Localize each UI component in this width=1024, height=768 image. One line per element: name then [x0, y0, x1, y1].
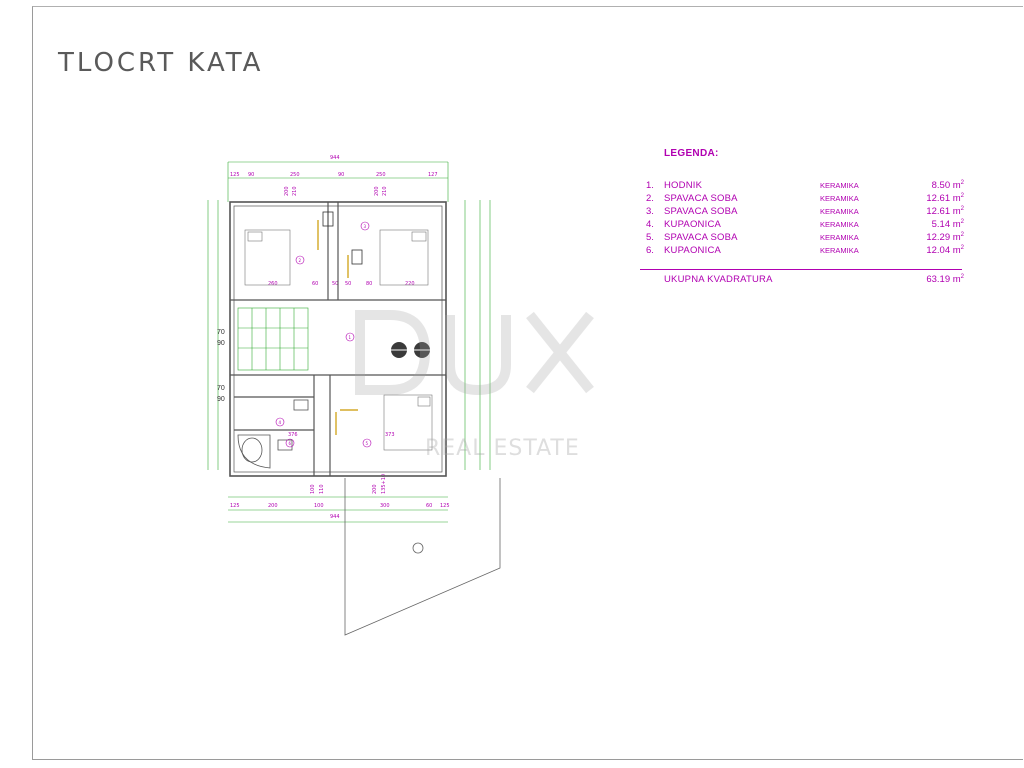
legend-row: 3. SPAVACA SOBA KERAMIKA 12.61 m2: [640, 206, 970, 219]
page-title: TLOCRT KATA: [58, 48, 264, 78]
left-dim-b1: 90: [217, 396, 225, 403]
door-dim-b1: 110: [319, 484, 325, 494]
beds: [244, 229, 433, 451]
round-fixtures: [391, 342, 430, 358]
room-material: KERAMIKA: [820, 181, 859, 190]
room-name: KUPAONICA: [664, 219, 722, 230]
room-name: SPAVACA SOBA: [664, 193, 738, 204]
room-num-4: 4: [279, 420, 282, 425]
door-frames: [322, 211, 363, 265]
dim-top-5: 127: [428, 172, 438, 178]
dim-bottom-2: 100: [314, 503, 324, 509]
room-material: KERAMIKA: [820, 246, 859, 255]
room-num-3: 3: [364, 224, 367, 229]
dimension-labels: 944 125 90 250 90 250 127 200 210 200 21…: [230, 155, 450, 520]
room-numbers: 1 2 3 4 5 6: [279, 224, 369, 446]
room-area: 12.29 m2: [926, 232, 964, 244]
room-num-2: 2: [299, 258, 302, 263]
room-number: 6.: [646, 245, 654, 256]
legend-heading: LEGENDA:: [664, 148, 719, 159]
inner-dim-1: 60: [312, 281, 318, 287]
floor-plan: 944 125 90 250 90 250 127 200 210 200 21…: [207, 155, 501, 636]
room-name: SPAVACA SOBA: [664, 232, 738, 243]
legend-row: 4. KUPAONICA KERAMIKA 5.14 m2: [640, 219, 970, 232]
balcony: [344, 478, 501, 636]
room-name: HODNIK: [664, 180, 703, 191]
interior-walls: [230, 202, 446, 476]
room-number: 2.: [646, 193, 654, 204]
room-material: KERAMIKA: [820, 207, 859, 216]
legend-row: 2. SPAVACA SOBA KERAMIKA 12.61 m2: [640, 193, 970, 206]
dim-bottom-0: 125: [230, 503, 240, 509]
dim-top-total: 944: [330, 155, 340, 161]
total-area: 63.19 m2: [926, 274, 964, 286]
room-number: 1.: [646, 180, 654, 191]
door-dim-b0: 100: [310, 484, 316, 494]
inner-dim-2: 50: [332, 281, 338, 287]
dim-top-2: 250: [290, 172, 300, 178]
inner-dim-0: 260: [268, 281, 278, 287]
door-dim-3: 210: [382, 186, 388, 196]
room-number: 5.: [646, 232, 654, 243]
left-dim-b0: 70: [217, 385, 225, 392]
drawing-sheet: [32, 6, 1023, 760]
room-material: KERAMIKA: [820, 220, 859, 229]
dim-top-4: 250: [376, 172, 386, 178]
room-area: 8.50 m2: [931, 180, 964, 192]
dim-bottom-total: 944: [330, 514, 340, 520]
dim-top-1: 90: [248, 172, 254, 178]
legend-divider: [640, 269, 962, 270]
inner-dim-7: 373: [385, 432, 395, 438]
dim-top-3: 90: [338, 172, 344, 178]
door-dim-b2: 200: [372, 484, 378, 494]
inner-dim-4: 80: [366, 281, 372, 287]
bathroom-fixtures: [237, 399, 309, 469]
left-dim-a0: 70: [217, 329, 225, 336]
room-markers: [275, 221, 372, 448]
dimension-guides: [207, 161, 491, 523]
dim-bottom-3: 300: [380, 503, 390, 509]
door-dim-b3: 135+10: [381, 474, 387, 494]
total-label: UKUPNA KVADRATURA: [664, 274, 773, 285]
legend-total-row: UKUPNA KVADRATURA 63.19 m2: [640, 274, 970, 287]
door-dim-2: 200: [374, 186, 380, 196]
door-dim-0: 200: [284, 186, 290, 196]
room-area: 12.61 m2: [926, 193, 964, 205]
room-area: 5.14 m2: [931, 219, 964, 231]
dim-bottom-5: 125: [440, 503, 450, 509]
room-number: 3.: [646, 206, 654, 217]
dim-bottom-4: 60: [426, 503, 432, 509]
legend-row: 6. KUPAONICA KERAMIKA 12.04 m2: [640, 245, 970, 258]
dim-top-0: 125: [230, 172, 240, 178]
room-number: 4.: [646, 219, 654, 230]
watermark-subtitle: REAL ESTATE: [425, 436, 580, 461]
inner-dim-5: 220: [405, 281, 415, 287]
left-dim-a1: 90: [217, 340, 225, 347]
door-swings: [317, 220, 358, 435]
legend-row: 5. SPAVACA SOBA KERAMIKA 12.29 m2: [640, 232, 970, 245]
inner-dim-6: 376: [288, 432, 298, 438]
legend-row: 1. HODNIK KERAMIKA 8.50 m2: [640, 180, 970, 193]
door-dim-1: 210: [292, 186, 298, 196]
room-name: SPAVACA SOBA: [664, 206, 738, 217]
left-dimensions: 70 90 70 90: [217, 329, 225, 403]
inner-dim-3: 50: [345, 281, 351, 287]
room-num-6: 6: [289, 441, 292, 446]
room-num-1: 1: [349, 335, 352, 340]
room-area: 12.04 m2: [926, 245, 964, 257]
room-material: KERAMIKA: [820, 233, 859, 242]
room-material: KERAMIKA: [820, 194, 859, 203]
staircase: [237, 307, 309, 371]
room-area: 12.61 m2: [926, 206, 964, 218]
room-num-5: 5: [366, 441, 369, 446]
room-name: KUPAONICA: [664, 245, 722, 256]
dim-bottom-1: 200: [268, 503, 278, 509]
